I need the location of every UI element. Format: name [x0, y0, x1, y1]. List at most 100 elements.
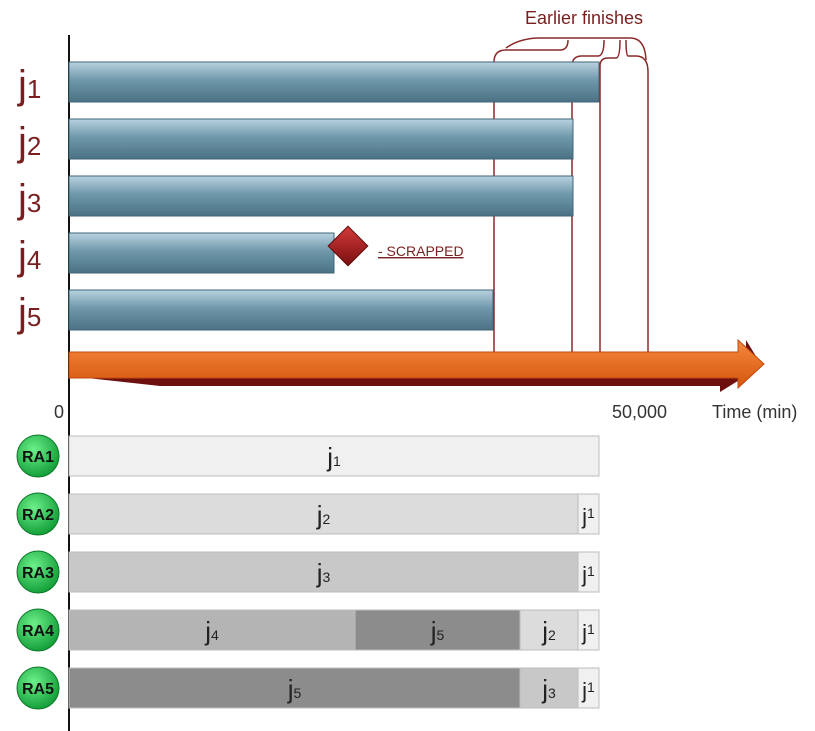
schedule-segment: j1 — [68, 435, 600, 477]
resource-row-ra1: RA1 j1 — [16, 434, 600, 478]
job-bar — [68, 61, 600, 103]
resource-badge-icon — [16, 492, 60, 536]
job-number: 2 — [27, 131, 41, 161]
resource-name: RA1 — [22, 449, 54, 466]
time-arrow-body — [68, 338, 765, 390]
job-label: j4 — [17, 234, 41, 278]
segment-block — [68, 551, 579, 593]
segment-number: 1 — [587, 621, 595, 637]
segment-letter: j — [316, 558, 323, 588]
time-arrow — [68, 338, 765, 392]
resource-name: RA5 — [22, 681, 54, 698]
segment-number: 1 — [587, 505, 595, 521]
schedule-segment: j1 — [577, 609, 600, 651]
job-number: 5 — [27, 302, 41, 332]
callout-top-line — [505, 37, 647, 61]
schedule-segment: j5 — [354, 609, 521, 651]
segment-number: 5 — [293, 685, 301, 701]
resource-badge-icon — [16, 550, 60, 594]
job-letter: j — [17, 177, 27, 221]
segment-block — [577, 609, 600, 651]
segment-number: 3 — [548, 685, 556, 701]
segment-number: 1 — [333, 453, 341, 469]
resource-badge-icon — [16, 434, 60, 478]
job-bar — [68, 118, 574, 160]
job-row-5: j5 — [17, 289, 494, 335]
job-bar — [68, 232, 335, 274]
job-label: j1 — [17, 63, 41, 107]
segment-block — [519, 609, 579, 651]
schedule-segment: j4 — [68, 609, 356, 651]
callout-label: Earlier finishes — [525, 8, 643, 28]
segment-label: j2 — [316, 500, 331, 530]
segment-block — [68, 435, 600, 477]
segment-label: j5 — [287, 674, 302, 704]
axis-unit-label: Time (min) — [712, 402, 797, 422]
segment-label: j5 — [430, 616, 445, 646]
segment-number: 3 — [322, 569, 330, 585]
segment-number: 4 — [211, 627, 219, 643]
schedule-segment: j3 — [68, 551, 579, 593]
job-number: 4 — [27, 245, 41, 275]
schedule-segment: j2 — [519, 609, 579, 651]
schedule-segment: j1 — [577, 493, 600, 535]
segment-number: 2 — [548, 627, 556, 643]
job-letter: j — [17, 63, 27, 107]
job-bar — [68, 175, 574, 217]
job-letter: j — [17, 120, 27, 164]
segment-letter: j — [287, 674, 294, 704]
job-row-2: j2 — [17, 118, 574, 164]
axis-zero-label: 0 — [54, 402, 64, 422]
resource-name: RA2 — [22, 507, 54, 524]
callout-bracket-1 — [493, 39, 569, 370]
segment-block — [68, 667, 521, 709]
segment-label: j1 — [581, 678, 595, 703]
segment-label: j1 — [581, 504, 595, 529]
resource-badge-icon — [16, 666, 60, 710]
segment-number: 1 — [587, 679, 595, 695]
segment-number: 5 — [436, 627, 444, 643]
segment-label: j3 — [316, 558, 331, 588]
job-label: j3 — [17, 177, 41, 221]
segment-letter: j — [430, 616, 437, 646]
segment-letter: j — [316, 500, 323, 530]
segment-label: j3 — [541, 674, 556, 704]
schedule-segment: j2 — [68, 493, 579, 535]
segment-block — [68, 609, 356, 651]
schedule-segment: j1 — [577, 667, 600, 709]
segment-label: j2 — [541, 616, 556, 646]
segment-letter: j — [581, 620, 587, 645]
segment-number: 2 — [322, 511, 330, 527]
resource-name: RA3 — [22, 565, 54, 582]
segment-block — [354, 609, 521, 651]
segment-letter: j — [541, 616, 548, 646]
segment-letter: j — [326, 442, 333, 472]
schedule-segment: j1 — [577, 551, 600, 593]
segment-label: j1 — [581, 562, 595, 587]
segment-letter: j — [541, 674, 548, 704]
schedule-segment: j3 — [519, 667, 579, 709]
scrapped-label: - SCRAPPED — [378, 243, 464, 259]
scrapped-marker: - SCRAPPED — [327, 225, 464, 267]
resource-badge-icon — [16, 608, 60, 652]
job-letter: j — [17, 291, 27, 335]
segment-label: j4 — [204, 616, 219, 646]
callout-bracket-4 — [625, 39, 649, 370]
resource-name: RA4 — [22, 623, 54, 640]
job-row-1: j1 — [17, 61, 600, 107]
segment-block — [519, 667, 579, 709]
segment-block — [577, 667, 600, 709]
segment-letter: j — [581, 562, 587, 587]
job-number: 1 — [27, 74, 41, 104]
segment-letter: j — [204, 616, 211, 646]
segment-letter: j — [581, 678, 587, 703]
segment-block — [577, 551, 600, 593]
axis-tick-label: 50,000 — [612, 402, 667, 422]
schedule-segment: j5 — [68, 667, 521, 709]
